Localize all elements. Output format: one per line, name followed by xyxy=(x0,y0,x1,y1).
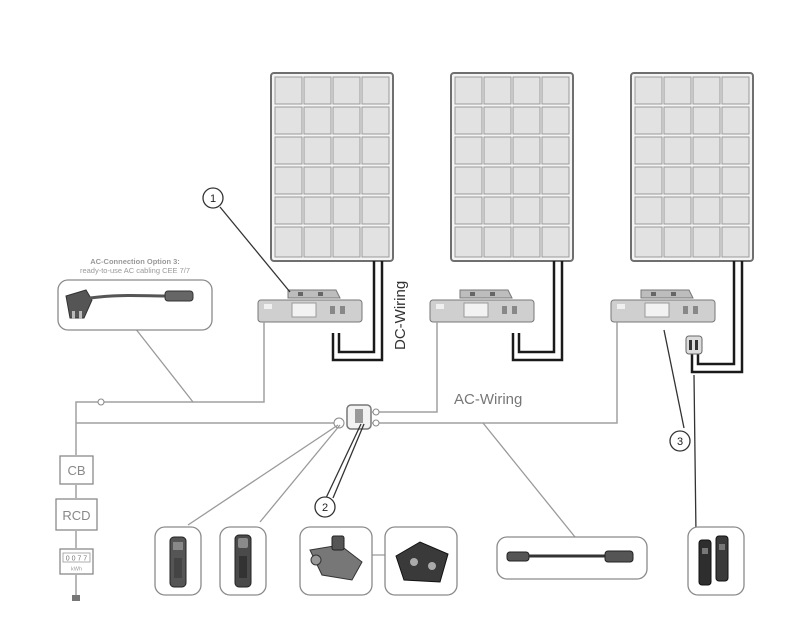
dc-connector-pair-icon xyxy=(698,535,729,586)
ac-cable-connector-icon xyxy=(164,290,194,302)
callout-leaders xyxy=(219,206,697,536)
ac-option-title: AC-Connection Option 3: xyxy=(90,257,180,266)
energy-meter: 0 0 7 7 kWh xyxy=(59,548,94,575)
callout-3: 3 xyxy=(669,430,691,452)
leader-lines xyxy=(134,327,576,556)
svg-text:kWh: kWh xyxy=(71,567,82,573)
end-cap-box xyxy=(384,526,458,596)
dc-wiring-lines xyxy=(331,261,744,374)
svg-text:0 0 7 7: 0 0 7 7 xyxy=(66,556,88,563)
ac-option-desc: ready-to-use AC cabling CEE 7/7 xyxy=(80,266,190,275)
callout-2: 2 xyxy=(314,496,336,518)
end-cap-icon xyxy=(395,541,449,583)
solar-panel-icon xyxy=(450,72,574,262)
ac-wiring-label: AC-Wiring xyxy=(454,391,522,408)
ac-plug-icon xyxy=(65,289,93,319)
ac-connector-male-box xyxy=(219,526,267,596)
t-connector-junction xyxy=(346,404,372,430)
dc-wiring-label: DC-Wiring xyxy=(392,281,409,350)
ac-wiring-lines xyxy=(75,322,618,598)
solar-panel-icon xyxy=(630,72,754,262)
microinverter-icon xyxy=(610,289,716,323)
svg-text:CB: CB xyxy=(67,463,85,478)
rcd-box: RCD xyxy=(55,498,98,531)
dc-connector-box xyxy=(687,526,745,596)
ac-extension-cable-box xyxy=(496,536,648,580)
t-connector-box xyxy=(299,526,373,596)
connector-dot xyxy=(372,419,380,427)
ac-connector-male-icon xyxy=(234,534,252,588)
microinverter-icon xyxy=(257,289,363,323)
ac-connector-female-icon xyxy=(169,536,187,588)
callout-1: 1 xyxy=(202,187,224,209)
ac-plug-cable-box xyxy=(57,279,213,331)
svg-text:1: 1 xyxy=(210,193,216,205)
ac-extension-cable-icon xyxy=(506,550,634,563)
circuit-breaker-box: CB xyxy=(59,455,94,485)
dc-connector-inline xyxy=(685,335,703,355)
svg-text:3: 3 xyxy=(677,436,683,448)
ac-connector-female-box xyxy=(154,526,202,596)
solar-panel-icon xyxy=(270,72,394,262)
t-connector-icon xyxy=(309,535,363,581)
svg-text:RCD: RCD xyxy=(62,508,90,523)
svg-text:2: 2 xyxy=(322,502,328,514)
microinverter-icon xyxy=(429,289,535,323)
ground-terminal xyxy=(72,595,80,601)
connector-dot xyxy=(97,398,105,406)
connector-dot xyxy=(372,408,380,416)
